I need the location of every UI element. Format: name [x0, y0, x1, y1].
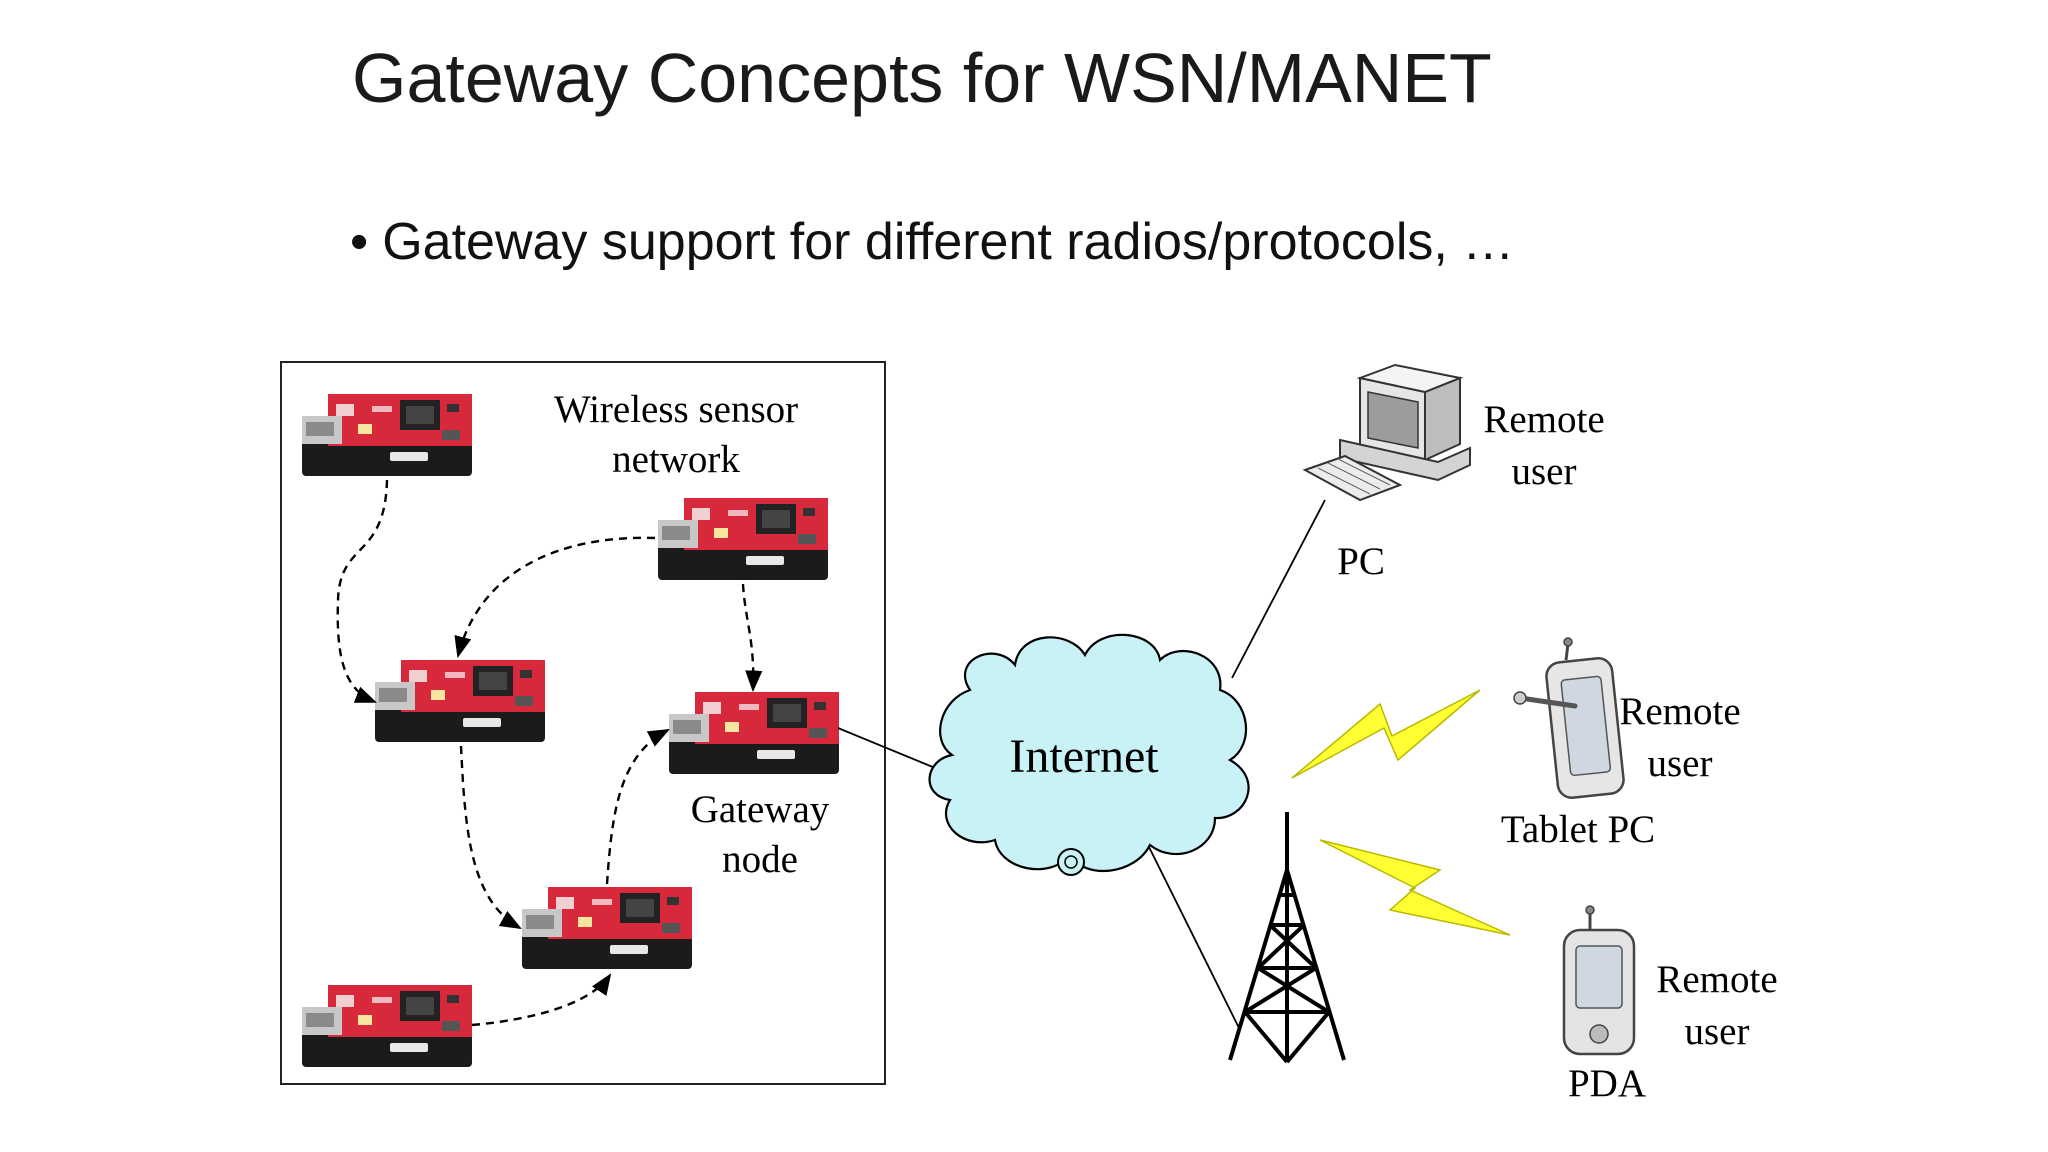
pc-user-label-line1: Remote	[1483, 398, 1604, 441]
link-n2-n3	[454, 536, 656, 659]
link-n4-gateway	[605, 728, 670, 885]
link-internet-pc	[1231, 499, 1326, 679]
internet-cloud	[928, 633, 1250, 873]
pc-user-label-line2: user	[1512, 450, 1577, 493]
tablet-icon	[1513, 637, 1625, 799]
sensor-node-3	[375, 660, 545, 742]
sensor-node-4	[522, 887, 692, 969]
sensor-node-5	[302, 985, 472, 1067]
bullet-marker: •	[350, 213, 369, 271]
pda-label: PDA	[1568, 1062, 1646, 1105]
tablet-label: Tablet PC	[1501, 808, 1655, 851]
wsn-label-line2: network	[612, 438, 740, 481]
link-gateway-internet	[837, 727, 941, 771]
bullet-item: •Gateway support for different radios/pr…	[350, 212, 1514, 272]
wsn-label-line1: Wireless sensor	[554, 388, 798, 431]
pda-user-label-line1: Remote	[1656, 958, 1777, 1001]
link-n3-n4	[459, 745, 522, 930]
tablet-user-label-line1: Remote	[1619, 690, 1740, 733]
pda-user-label-line2: user	[1685, 1010, 1750, 1053]
link-n5-n4	[471, 973, 612, 1027]
cell-tower-icon	[1228, 812, 1346, 1064]
bullet-text: Gateway support for different radios/pro…	[382, 213, 1515, 271]
pc-icon	[1302, 363, 1471, 502]
lightning-bolt-tablet	[1291, 689, 1481, 779]
link-n1-n3	[336, 479, 389, 704]
lightning-bolt-pda	[1319, 839, 1511, 936]
wsn-box	[280, 361, 886, 1085]
link-internet-tower	[1147, 844, 1241, 1031]
sensor-node-1	[302, 394, 472, 476]
cloud-knot-inner	[1064, 855, 1078, 869]
link-n2-gateway	[741, 583, 763, 693]
gateway-label-line2: node	[722, 838, 798, 881]
slide-title: Gateway Concepts for WSN/MANET	[352, 39, 1492, 117]
cloud-knot-outer	[1057, 848, 1085, 876]
gateway-label-line1: Gateway	[691, 788, 830, 831]
pc-label: PC	[1337, 540, 1385, 583]
internet-label: Internet	[1009, 730, 1159, 783]
gateway-node	[669, 692, 839, 774]
sensor-node-2	[658, 498, 828, 580]
tablet-user-label-line2: user	[1648, 742, 1713, 785]
pda-icon	[1562, 905, 1636, 1056]
